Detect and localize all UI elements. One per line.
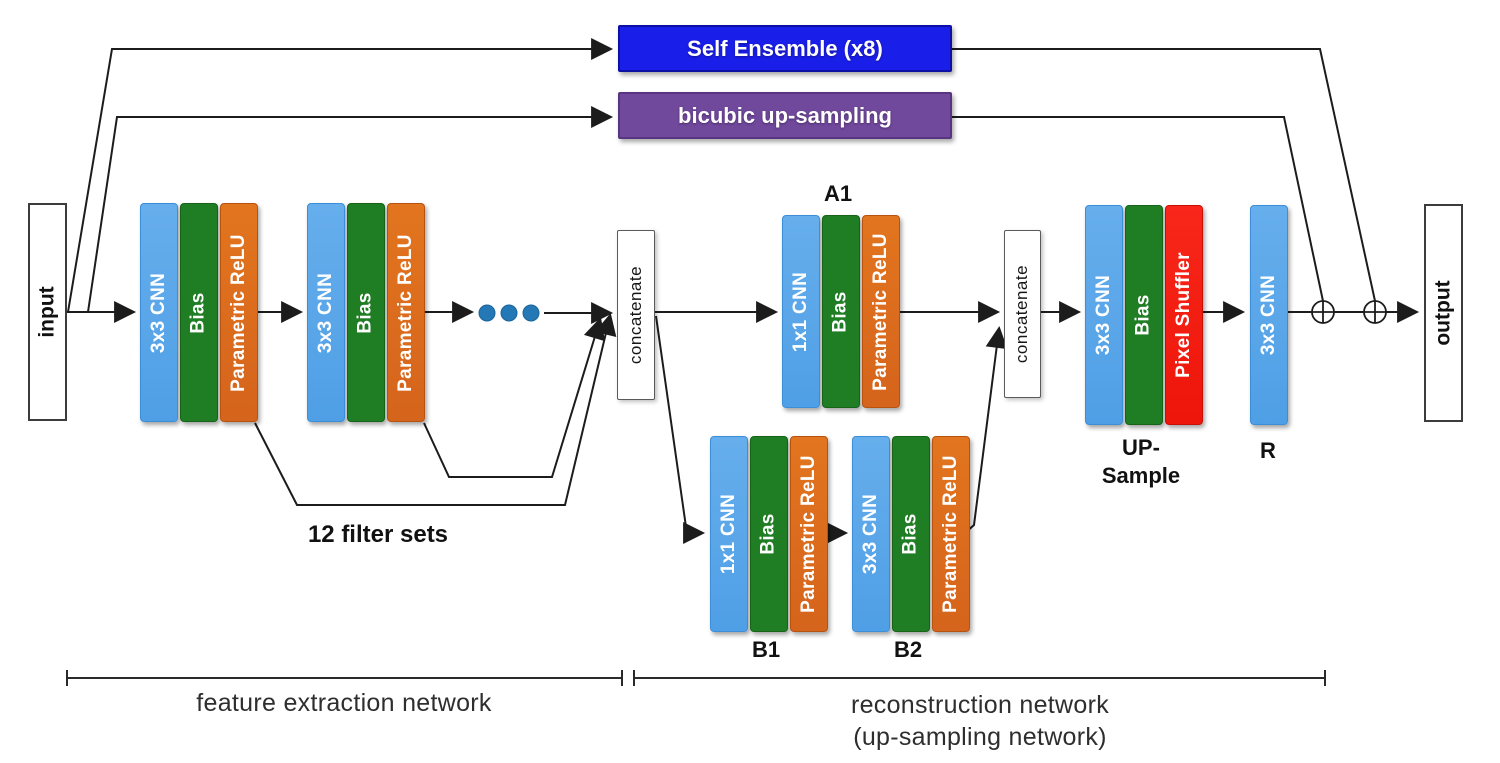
block-upsample: 3x3 CNN Bias Pixel Shuffler [1085,205,1203,425]
label-a1: A1 [823,181,853,206]
arrow-b2-to-concat2 [964,325,1008,534]
prelu-bar: Parametric ReLU [790,436,828,632]
concatenate-right-box: concatenate [1004,230,1041,398]
prelu-bar: Parametric ReLU [862,215,900,408]
conv-3x3-bar: 3x3 CNN [1250,205,1288,425]
bar-label: Parametric ReLU [870,232,891,391]
conv-3x3-bar: 3x3 CNN [1085,205,1123,425]
self-ensemble-label: Self Ensemble (x8) [687,35,883,61]
bar-label: 1x1 CNN [718,493,739,575]
output-label: output [1431,280,1455,346]
bar-label: Parametric ReLU [228,233,249,392]
input-label: input [35,286,59,338]
label-b1: B1 [751,637,781,662]
bar-label: 3x3 CNN [315,272,336,353]
prelu-bar: Parametric ReLU [387,203,425,422]
concatenate-left-label: concatenate [626,265,646,365]
bar-label: 3x3 CNN [860,493,881,575]
bias-bar: Bias [822,215,860,408]
bias-bar: Bias [180,203,218,422]
label-upsample-line1: UP- [1122,435,1160,460]
concatenate-left-box: concatenate [617,230,655,400]
bar-label: Parametric ReLU [940,455,961,613]
bracket-feature-extraction [66,670,623,686]
output-box: output [1424,204,1463,422]
block-b1: 1x1 CNN Bias Parametric ReLU [710,436,828,632]
label-r: R [1260,438,1276,463]
conv-3x3-bar: 3x3 CNN [307,203,345,422]
label-upsampling-network: (up-sampling network) [853,723,1107,751]
bar-label: 1x1 CNN [790,271,811,352]
bias-bar: Bias [892,436,930,632]
skip-fe1-to-concat1 [254,313,617,506]
self-ensemble-box: Self Ensemble (x8) [618,25,952,72]
line-bicubic-to-sum1 [952,116,1324,302]
bias-bar: Bias [347,203,385,422]
conv-3x3-bar: 3x3 CNN [852,436,890,632]
bar-label: 3x3 CNN [148,272,169,353]
conv-3x3-bar: 3x3 CNN [140,203,178,422]
conv-1x1-bar: 1x1 CNN [710,436,748,632]
bar-label: Bias [188,291,209,334]
concatenate-right-label: concatenate [1012,264,1032,364]
label-b2: B2 [893,637,923,662]
bar-label: 3x3 CNN [1258,274,1279,356]
bar-label: Pixel Shuffler [1173,252,1194,378]
bar-label: 3x3 CNN [1093,274,1114,356]
bias-bar: Bias [1125,205,1163,425]
feature-block-2: 3x3 CNN Bias Parametric ReLU [307,203,425,422]
bicubic-upsampling-label: bicubic up-sampling [678,102,892,128]
sum-node-1 [1311,300,1335,324]
arrow-input-to-self-ensemble [67,38,614,313]
line-self-ensemble-to-sum2 [952,48,1376,302]
conv-1x1-bar: 1x1 CNN [782,215,820,408]
bar-label: Parametric ReLU [395,233,416,392]
block-r: 3x3 CNN [1250,205,1288,425]
arrow-input-to-bicubic [87,106,614,313]
input-box: input [28,203,67,421]
label-feature-extraction-network: feature extraction network [196,689,492,717]
label-upsample-line2: Sample [1101,463,1181,488]
skip-fe2-to-concat1 [423,317,605,478]
label-reconstruction-network: reconstruction network [850,691,1110,719]
bar-label: Bias [355,291,376,334]
pixel-shuffler-bar: Pixel Shuffler [1165,205,1203,425]
arrow-concat1-to-b1 [655,315,706,544]
bar-label: Bias [1133,294,1154,336]
feature-block-1: 3x3 CNN Bias Parametric ReLU [140,203,258,422]
bar-label: Parametric ReLU [798,455,819,613]
ellipsis-dots [478,304,540,322]
bicubic-upsampling-box: bicubic up-sampling [618,92,952,139]
bias-bar: Bias [750,436,788,632]
label-12-filter-sets: 12 filter sets [307,521,449,548]
label-upsample: UP- Sample [1085,434,1197,490]
block-b2: 3x3 CNN Bias Parametric ReLU [852,436,970,632]
prelu-bar: Parametric ReLU [932,436,970,632]
bar-label: Bias [758,513,779,555]
bracket-reconstruction [633,670,1326,686]
bar-label: Bias [900,513,921,555]
sum-node-2 [1363,300,1387,324]
block-a1: 1x1 CNN Bias Parametric ReLU [782,215,900,408]
bar-label: Bias [830,290,851,333]
prelu-bar: Parametric ReLU [220,203,258,422]
